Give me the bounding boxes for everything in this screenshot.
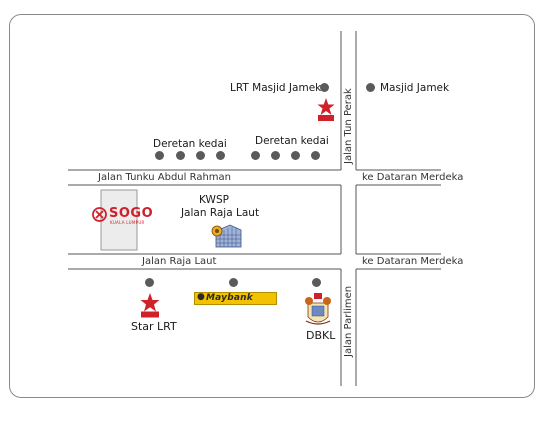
star-lrt-icon-bottom [140,292,160,318]
label-deretan-kedai-right: Deretan kedai [255,135,329,147]
sogo-logo: SOGO KUALA LUMPUR [92,206,154,226]
marker-shop-7 [291,151,300,160]
marker-lrt-masjid-jamek [320,83,329,92]
maybank-logo-text: Maybank [206,293,253,303]
sogo-emblem-icon [92,207,107,222]
road-label-dataran-merdeka-bottom: ke Dataran Merdeka [362,256,464,267]
road-label-tun-perak: Jalan Tun Perak [343,88,354,164]
marker-masjid-jamek [366,83,375,92]
label-dbkl: DBKL [306,329,336,342]
marker-shop-8 [311,151,320,160]
road-label-tunku-abdul-rahman: Jalan Tunku Abdul Rahman [98,172,231,183]
map-frame [9,14,535,398]
marker-shop-4 [216,151,225,160]
label-deretan-kedai-left: Deretan kedai [153,138,227,150]
star-lrt-icon-top [317,97,335,121]
kwsp-building-icon [211,224,242,248]
label-kwsp-address: Jalan Raja Laut [180,207,260,219]
road-label-parlimen: Jalan Parlimen [343,285,354,357]
road-label-dataran-merdeka-top: ke Dataran Merdeka [362,172,464,183]
marker-dbkl [312,278,321,287]
marker-shop-6 [271,151,280,160]
sogo-logo-subtext: KUALA LUMPUR [110,220,145,225]
marker-shop-2 [176,151,185,160]
marker-star-lrt [145,278,154,287]
maybank-logo: ● Maybank [194,292,277,305]
marker-shop-5 [251,151,260,160]
road-label-raja-laut: Jalan Raja Laut [142,256,217,267]
marker-shop-3 [196,151,205,160]
marker-shop-1 [155,151,164,160]
label-masjid-jamek: Masjid Jamek [380,82,450,94]
label-lrt-masjid-jamek: LRT Masjid Jamek [230,82,322,94]
label-star-lrt: Star LRT [131,320,177,333]
sogo-logo-text: SOGO [109,206,154,221]
label-kwsp: KWSP [199,194,229,206]
dbkl-crest-icon [305,293,331,325]
maybank-tiger-icon: ● [197,292,205,302]
marker-maybank [229,278,238,287]
